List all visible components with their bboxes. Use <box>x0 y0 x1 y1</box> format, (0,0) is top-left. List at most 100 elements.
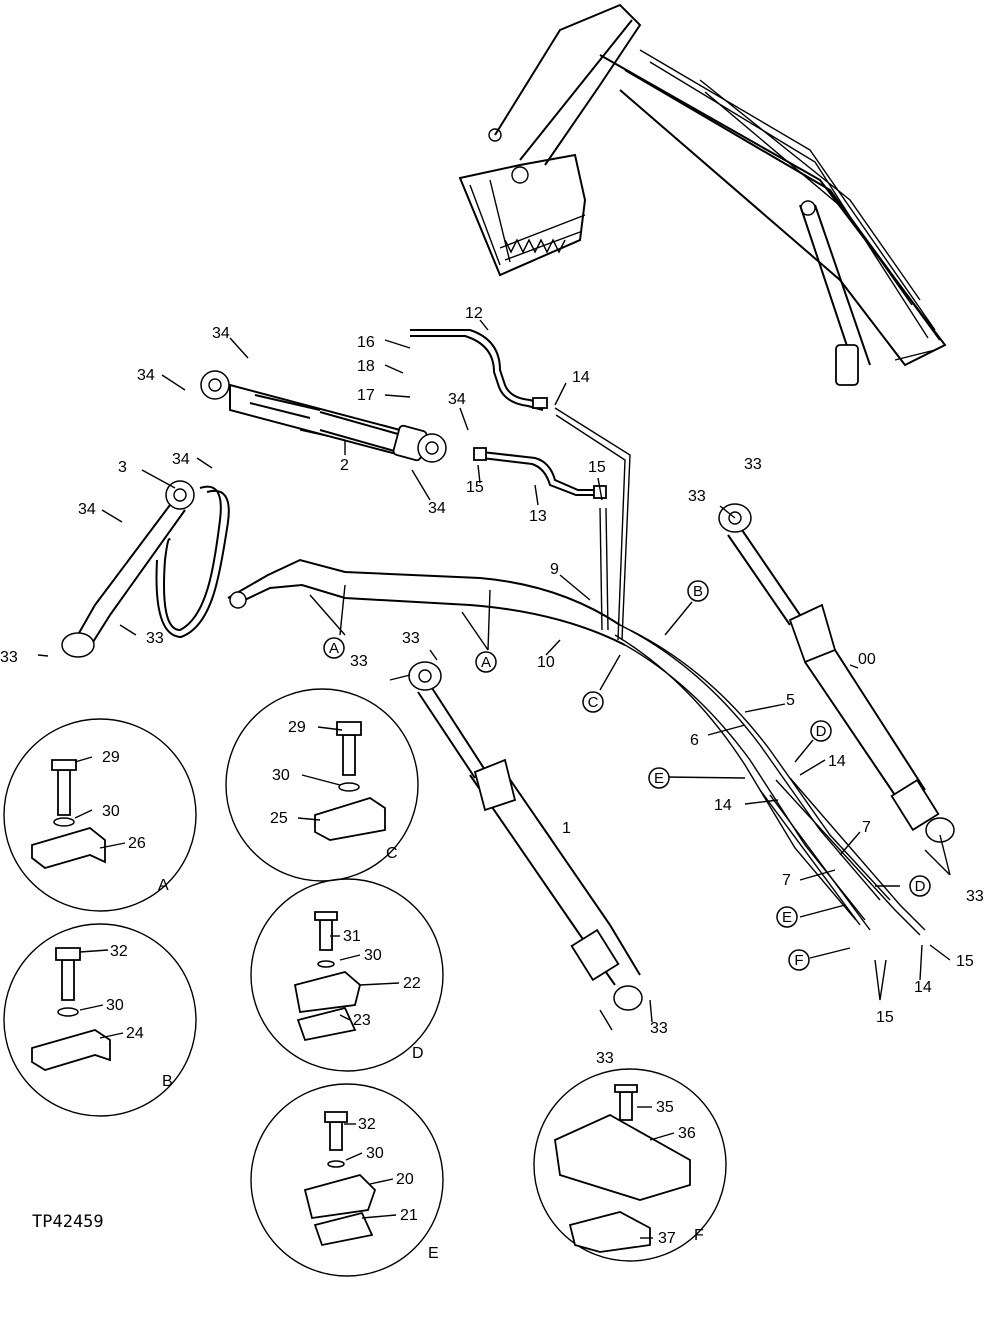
svg-text:31: 31 <box>343 928 361 945</box>
marker-a: A <box>475 651 497 673</box>
callout-14: 14 <box>572 369 590 386</box>
marker-e: E <box>648 767 670 789</box>
boom-cylinder-00 <box>718 503 955 843</box>
callout-12: 12 <box>465 305 483 322</box>
svg-text:E: E <box>654 770 664 787</box>
svg-text:D: D <box>816 723 827 740</box>
svg-text:24: 24 <box>126 1025 144 1042</box>
svg-text:37: 37 <box>658 1230 676 1247</box>
detail-c-circle <box>225 688 419 882</box>
svg-text:30: 30 <box>366 1145 384 1162</box>
callout-14: 14 <box>914 979 932 996</box>
svg-text:B: B <box>162 1073 173 1090</box>
svg-text:D: D <box>412 1045 424 1062</box>
callout-15: 15 <box>876 1009 894 1026</box>
callout-7: 7 <box>782 872 791 889</box>
callout-labels: 34 34 34 3 34 33 33 2 16 18 17 34 34 15 … <box>0 305 984 1067</box>
boom-cylinder-1 <box>408 661 643 1011</box>
detail-d-circle <box>250 878 444 1072</box>
svg-text:E: E <box>782 909 792 926</box>
callout-33: 33 <box>146 630 164 647</box>
callout-10: 10 <box>537 654 555 671</box>
leader-lines <box>37 319 951 1239</box>
marker-e: E <box>776 906 798 928</box>
svg-text:F: F <box>694 1227 704 1244</box>
detail-f-circle <box>533 1068 727 1262</box>
callout-18: 18 <box>357 358 375 375</box>
figure-id: TP42459 <box>32 1212 104 1232</box>
svg-text:35: 35 <box>656 1099 674 1116</box>
callout-34: 34 <box>212 325 230 342</box>
excavator-boom-illustration <box>458 3 947 386</box>
callout-33: 33 <box>350 653 368 670</box>
svg-text:36: 36 <box>678 1125 696 1142</box>
svg-text:F: F <box>794 952 803 969</box>
marker-d: D <box>810 720 832 742</box>
callout-15: 15 <box>588 459 606 476</box>
callout-34: 34 <box>78 501 96 518</box>
svg-text:23: 23 <box>353 1012 371 1029</box>
detail-b-circle <box>3 923 197 1117</box>
hose-lines-main <box>614 624 926 936</box>
callout-33: 33 <box>0 649 18 666</box>
svg-text:A: A <box>329 640 339 657</box>
detail-labels: 29 30 26 A 32 30 24 B 29 30 25 C 31 30 2… <box>102 719 704 1262</box>
svg-text:B: B <box>693 583 703 600</box>
detail-a-circle <box>3 718 197 912</box>
callout-13: 13 <box>529 508 547 525</box>
marker-f: F <box>788 949 810 971</box>
hoses-12-13 <box>410 329 631 641</box>
callout-7: 7 <box>862 819 871 836</box>
callout-33: 33 <box>744 456 762 473</box>
callout-33: 33 <box>650 1020 668 1037</box>
svg-text:D: D <box>915 878 926 895</box>
callout-00: 00 <box>858 651 876 668</box>
svg-text:20: 20 <box>396 1171 414 1188</box>
svg-text:30: 30 <box>364 947 382 964</box>
callout-1: 1 <box>562 820 571 837</box>
svg-text:22: 22 <box>403 975 421 992</box>
svg-text:29: 29 <box>102 749 120 766</box>
callout-14: 14 <box>828 753 846 770</box>
callout-2: 2 <box>340 457 349 474</box>
svg-text:30: 30 <box>106 997 124 1014</box>
svg-text:25: 25 <box>270 810 288 827</box>
callout-16: 16 <box>357 334 375 351</box>
callout-33: 33 <box>402 630 420 647</box>
callout-34: 34 <box>448 391 466 408</box>
marker-a: A <box>323 637 345 659</box>
detail-e-circle <box>250 1083 444 1277</box>
callout-17: 17 <box>357 387 375 404</box>
svg-text:30: 30 <box>102 803 120 820</box>
svg-text:C: C <box>588 694 599 711</box>
marker-c: C <box>582 691 604 713</box>
callout-6: 6 <box>690 732 699 749</box>
svg-text:A: A <box>158 877 169 894</box>
svg-text:32: 32 <box>110 943 128 960</box>
callout-33: 33 <box>596 1050 614 1067</box>
callout-5: 5 <box>786 692 795 709</box>
callout-33: 33 <box>688 488 706 505</box>
callout-3: 3 <box>118 459 127 476</box>
marker-labels: A A B C D D E E F <box>323 580 931 971</box>
marker-b: B <box>687 580 709 602</box>
callout-34: 34 <box>172 451 190 468</box>
svg-text:30: 30 <box>272 767 290 784</box>
svg-text:C: C <box>386 845 398 862</box>
callout-15: 15 <box>956 953 974 970</box>
callout-33: 33 <box>966 888 984 905</box>
svg-text:29: 29 <box>288 719 306 736</box>
svg-text:21: 21 <box>400 1207 418 1224</box>
callout-15: 15 <box>466 479 484 496</box>
callout-14: 14 <box>714 797 732 814</box>
callout-9: 9 <box>550 561 559 578</box>
callout-34: 34 <box>428 500 446 517</box>
callout-34: 34 <box>137 367 155 384</box>
svg-text:32: 32 <box>358 1116 376 1133</box>
bucket-cylinder <box>200 370 447 463</box>
left-cylinder-assembly <box>61 480 626 658</box>
svg-text:E: E <box>428 1245 439 1262</box>
svg-text:A: A <box>481 654 491 671</box>
svg-text:26: 26 <box>128 835 146 852</box>
